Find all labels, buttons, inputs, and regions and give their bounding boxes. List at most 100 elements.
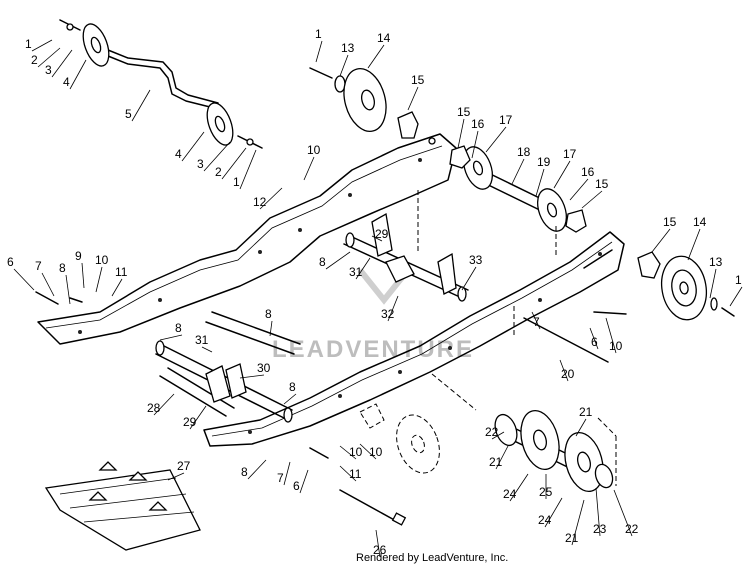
track-clip-strip (44, 461, 201, 551)
front-torque-arm (343, 212, 469, 302)
leader-line-19 (535, 168, 545, 197)
callout-7: 7 (35, 259, 42, 273)
leader-line-9 (81, 262, 85, 289)
callout-24: 24 (503, 487, 517, 501)
leader-line-8 (269, 320, 273, 337)
callout-11: 11 (115, 265, 128, 279)
leader-line-11 (111, 278, 123, 297)
leader-line-1 (31, 39, 53, 52)
callout-12: 12 (253, 195, 267, 209)
leader-line-6 (299, 469, 309, 494)
callout-6: 6 (7, 255, 14, 269)
leader-line-7 (531, 311, 541, 330)
leader-line-18 (511, 158, 525, 185)
watermark-text: LEADVENTURE (272, 336, 474, 363)
callout-8: 8 (289, 380, 296, 394)
center-shaft-assembly (449, 145, 587, 233)
leader-line-8 (159, 334, 183, 341)
rear-right-wheel (637, 251, 735, 321)
leader-line-27 (167, 472, 185, 481)
callout-11: 11 (349, 467, 362, 481)
callout-8: 8 (241, 465, 248, 479)
leader-line-13 (709, 268, 717, 299)
callout-24: 24 (538, 513, 552, 527)
leader-line-24 (509, 473, 529, 502)
leader-line-10 (359, 443, 377, 460)
callout-10: 10 (609, 339, 623, 353)
callout-2: 2 (215, 165, 222, 179)
callout-17: 17 (563, 147, 577, 161)
callout-6: 6 (293, 479, 300, 493)
callout-29: 29 (375, 227, 389, 241)
leader-line-6 (589, 327, 599, 350)
callout-3: 3 (45, 63, 52, 77)
callout-10: 10 (369, 445, 383, 459)
callout-3: 3 (197, 157, 204, 171)
callout-27: 27 (177, 459, 191, 473)
leader-line-15 (407, 86, 419, 111)
callout-26: 26 (373, 543, 387, 557)
leader-line-15 (457, 118, 465, 149)
leader-line-29 (189, 405, 207, 430)
leader-line-4 (69, 59, 87, 90)
callout-1: 1 (25, 37, 32, 51)
callout-18: 18 (517, 145, 531, 159)
leader-line-4 (181, 131, 205, 162)
leader-line-21 (571, 499, 585, 546)
callout-10: 10 (95, 253, 109, 267)
callout-1: 1 (735, 273, 742, 287)
leader-line-16 (569, 178, 589, 201)
leader-line-21 (575, 418, 587, 437)
leader-line-8 (65, 274, 71, 305)
callout-8: 8 (59, 261, 66, 275)
leader-line-1 (729, 286, 743, 307)
callout-30: 30 (257, 361, 271, 375)
callout-4: 4 (63, 75, 70, 89)
leader-line-14 (687, 228, 701, 261)
callout-9: 9 (75, 249, 82, 263)
leader-line-31 (201, 346, 213, 353)
leader-line-31 (355, 257, 371, 280)
leader-line-1 (315, 40, 323, 63)
callout-31: 31 (349, 265, 363, 279)
callout-1: 1 (233, 175, 240, 189)
leader-line-20 (559, 359, 569, 382)
callout-10: 10 (307, 143, 321, 157)
callout-5: 5 (125, 107, 132, 121)
callout-21: 21 (565, 531, 579, 545)
leader-line-33 (461, 266, 477, 291)
leader-line-15 (581, 190, 603, 209)
leader-line-32 (387, 295, 399, 322)
callout-16: 16 (471, 117, 485, 131)
callout-28: 28 (147, 401, 161, 415)
leader-line-11 (339, 465, 357, 482)
leader-line-6 (13, 268, 35, 291)
leader-line-30 (239, 374, 265, 379)
callout-8: 8 (265, 307, 272, 321)
leader-line-5 (131, 89, 151, 122)
callout-10: 10 (349, 445, 363, 459)
leader-line-16 (471, 130, 479, 159)
phantom-lines (417, 190, 617, 486)
leader-line-17 (485, 126, 507, 153)
callout-15: 15 (595, 177, 609, 191)
callout-14: 14 (377, 31, 391, 45)
leader-line-15 (651, 228, 671, 253)
leader-line-29 (371, 235, 383, 242)
hidden-sprocket (359, 403, 440, 474)
rear-axle-assembly (494, 410, 614, 492)
leader-line-10 (605, 317, 617, 354)
leader-lines (13, 39, 743, 558)
callout-15: 15 (663, 215, 677, 229)
leader-line-3 (51, 49, 73, 78)
leader-line-28 (153, 393, 175, 416)
leader-line-26 (375, 529, 381, 558)
leader-line-14 (367, 44, 385, 69)
leader-line-22 (491, 431, 505, 440)
callout-31: 31 (195, 333, 209, 347)
callout-21: 21 (489, 455, 503, 469)
callout-13: 13 (341, 41, 355, 55)
leader-line-12 (259, 187, 283, 210)
